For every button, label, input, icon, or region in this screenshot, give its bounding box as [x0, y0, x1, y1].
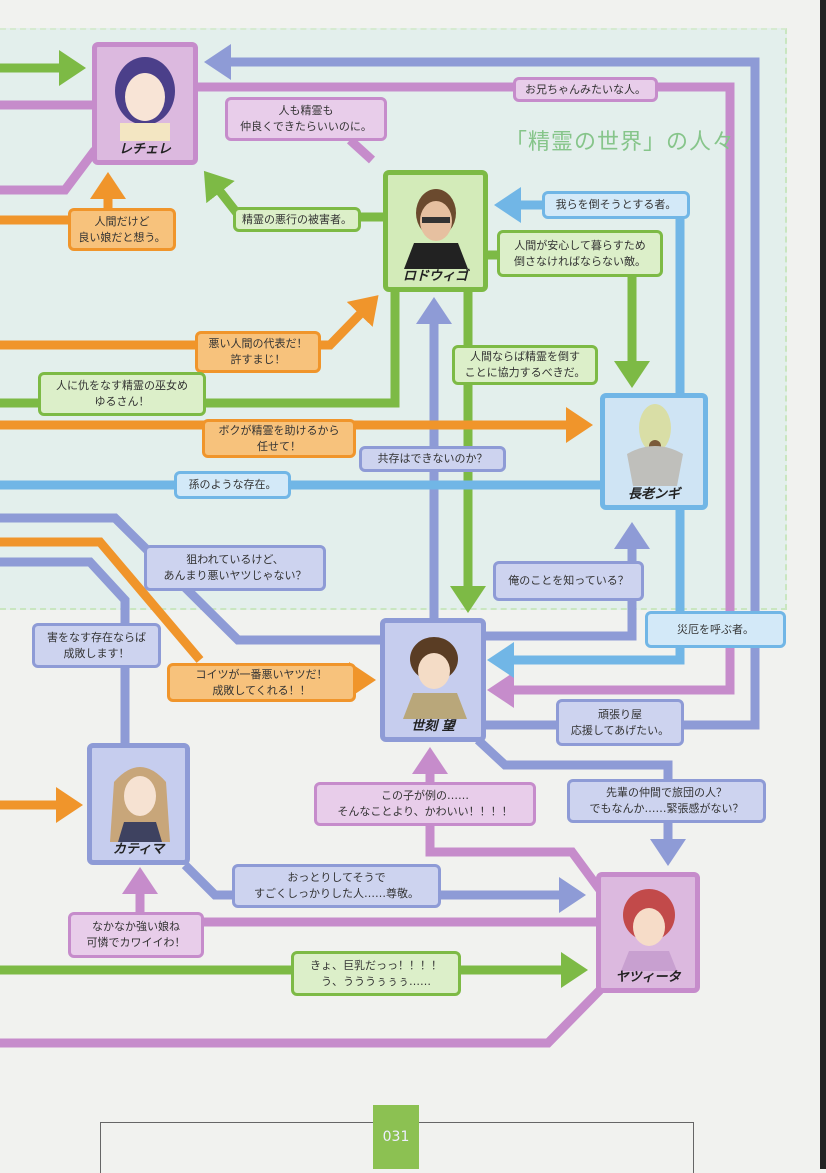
label-ganbariya: 頑張り屋 応援してあげたい。 [556, 699, 684, 746]
label-higaisha: 精霊の悪行の被害者。 [233, 207, 361, 232]
page-number: 031 [373, 1105, 419, 1169]
label-koitsu: コイツが一番悪いヤツだ！ 成敗してくれる！！ [167, 663, 356, 702]
label-nerawarete: 狙われているけど、 あんまり悪いヤツじゃない？ [144, 545, 326, 591]
line-katima-up [0, 557, 130, 743]
line-bottom-yatsuita [0, 986, 604, 1048]
seikoku-name: 世刻 望 [411, 719, 455, 734]
label-anshin: 人間が安心して暮らすため 倒さなければならない敵。 [497, 230, 663, 277]
label-hitomo: 人も精霊も 仲良くできたらいいのに。 [225, 97, 387, 141]
katima-portrait [110, 767, 170, 842]
yatsuita-name: ヤツィータ [615, 970, 681, 985]
elder-name: 長老ンギ [627, 487, 680, 502]
label-nakanaka: なかなか強い娘ね 可憐でカワイイわ！ [68, 912, 204, 958]
label-warera: 我らを倒そうとする者。 [542, 191, 690, 219]
character-elder: 長老ンギ [600, 393, 708, 510]
label-boku: ボクが精霊を助けるから 任せて！ [202, 419, 356, 458]
label-ningennaraba: 人間ならば精霊を倒す ことに協力するべきだ。 [452, 345, 598, 385]
yatsuita-portrait [621, 889, 677, 971]
label-gaiwo: 害をなす存在ならば 成敗します！ [32, 623, 161, 668]
line-rechere-to-seikoku [198, 82, 735, 708]
character-seikoku: 世刻 望 [380, 618, 486, 742]
label-onii: お兄ちゃんみたいな人。 [513, 77, 658, 102]
line-katima-to-yatsuita [181, 861, 586, 913]
line-rechere-bubble [346, 136, 376, 164]
rodwigo-name: ロドウィゴ [402, 269, 468, 284]
character-rechere: レチェレ [92, 42, 198, 165]
line-elder-to-seikoku [487, 510, 685, 678]
label-warui: 悪い人間の代表だ！ 許すまじ！ [195, 331, 321, 373]
scan-edge [820, 0, 826, 1169]
label-ottori: おっとりしてそうで すごくしっかりした人……尊敬。 [232, 864, 441, 908]
page-title: 「精霊の世界」の人々 [505, 130, 736, 155]
label-saiyaku: 災厄を呼ぶ者。 [645, 611, 786, 648]
line-left-to-seikoku-orange [0, 537, 204, 663]
rodwigo-portrait [404, 189, 468, 269]
label-kyouzon: 共存はできないのか？ [359, 446, 506, 472]
label-adanasu: 人に仇をなす精霊の巫女め ゆるさん！ [38, 372, 206, 416]
rechere-name: レチェレ [118, 142, 171, 157]
character-rodwigo: ロドウィゴ [383, 170, 488, 292]
label-senpai: 先輩の仲間で旅団の人？ でもなんか……緊張感がない？ [567, 779, 766, 823]
seikoku-portrait [403, 637, 467, 719]
katima-name: カティマ [112, 842, 165, 857]
label-ningendakedo: 人間だけど 良い娘だと想う。 [68, 208, 176, 251]
character-katima: カティマ [87, 743, 190, 865]
label-mago: 孫のような存在。 [174, 471, 291, 499]
line-left-rechere-2 [0, 147, 99, 195]
label-ore: 俺のことを知っている？ [493, 561, 644, 601]
rechere-portrait [115, 57, 175, 141]
elder-portrait [627, 404, 683, 486]
label-kyo: きょ、巨乳だっっ！！！！ う、うううぅぅぅ…… [291, 951, 461, 996]
line-left-to-rodwigo-orange [0, 295, 379, 350]
label-konoko: この子が例の…… そんなことより、かわいい！！！！ [314, 782, 536, 826]
character-yatsuita: ヤツィータ [596, 872, 700, 993]
